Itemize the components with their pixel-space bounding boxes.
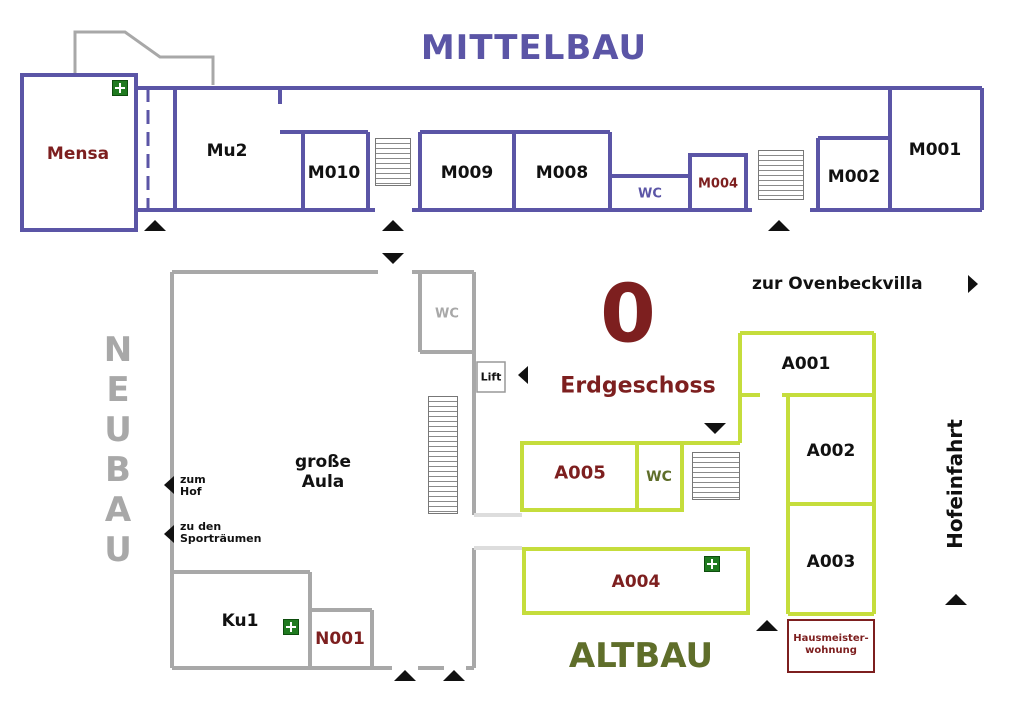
entrance-arrow-altbau-icon [756,620,778,631]
neubau-heading: NEUBAU [103,330,133,570]
first-aid-icon-mensa [112,80,128,96]
room-wc-altbau: WC [646,469,672,485]
direction-hofeinfahrt: Hofeinfahrt [943,419,967,549]
mittelbau-heading: MITTELBAU [420,28,648,68]
entrance-arrow-mittelbau-icon [382,220,404,231]
room-m002: M002 [827,167,881,187]
room-a002: A002 [806,441,856,461]
room-m008: M008 [535,163,589,183]
room-m004: M004 [697,176,739,192]
room-hausmeisterwohnung: Hausmeister- wohnung [793,633,869,656]
zum-hof-arrow-icon [164,476,174,494]
room-wc-neubau: WC [435,306,459,322]
room-a003: A003 [806,552,856,572]
entrance-arrow-neubau-2-icon [443,670,465,681]
hofeinfahrt-arrow-icon [945,594,967,605]
stairs-neubau [428,396,458,514]
room-ku1: Ku1 [221,611,259,631]
entrance-arrow-mittelbau-right-icon [768,220,790,231]
lift-box [476,361,506,393]
room-lift: Lift [480,370,502,384]
room-mensa: Mensa [46,144,110,164]
first-aid-icon-ku1 [283,619,299,635]
entrance-arrow-neubau-1-icon [394,670,416,681]
room-mu2: Mu2 [206,141,248,161]
stairs-mittelbau-right [758,150,804,200]
room-a004: A004 [611,572,661,592]
neubau-walls [170,270,522,670]
room-a001: A001 [781,354,831,374]
floor-number: 0 [600,267,656,361]
entrance-arrow-mensa-icon [144,220,166,231]
ovenbeckvilla-arrow-icon [968,275,978,293]
passage-arrow-neubau-icon [382,253,404,264]
stairs-arrow-altbau-icon [704,423,726,434]
room-m010: M010 [307,163,361,183]
mittelbau-walls [20,30,984,232]
altbau-heading: ALTBAU [568,636,714,676]
direction-ovenbeckvilla: zur Ovenbeckvilla [752,274,923,294]
altbau-walls [520,331,876,616]
room-m009: M009 [440,163,494,183]
sportraeume-arrow-icon [164,525,174,543]
room-a005: A005 [554,462,606,484]
stairs-mittelbau-left [375,138,411,186]
direction-sportraeume: zu den Sporträumen [180,520,262,545]
first-aid-icon-a004 [704,556,720,572]
stairs-altbau [692,452,740,500]
floor-name: Erdgeschoss [560,373,716,399]
hausmeisterwohnung-box [787,619,875,673]
room-n001: N001 [315,629,365,649]
lift-arrow-icon [518,366,528,384]
room-m001: M001 [908,140,962,160]
direction-zum-hof: zum Hof [180,473,206,498]
room-grosse-aula: große Aula [295,452,351,492]
room-wc-mittelbau: WC [638,186,662,202]
